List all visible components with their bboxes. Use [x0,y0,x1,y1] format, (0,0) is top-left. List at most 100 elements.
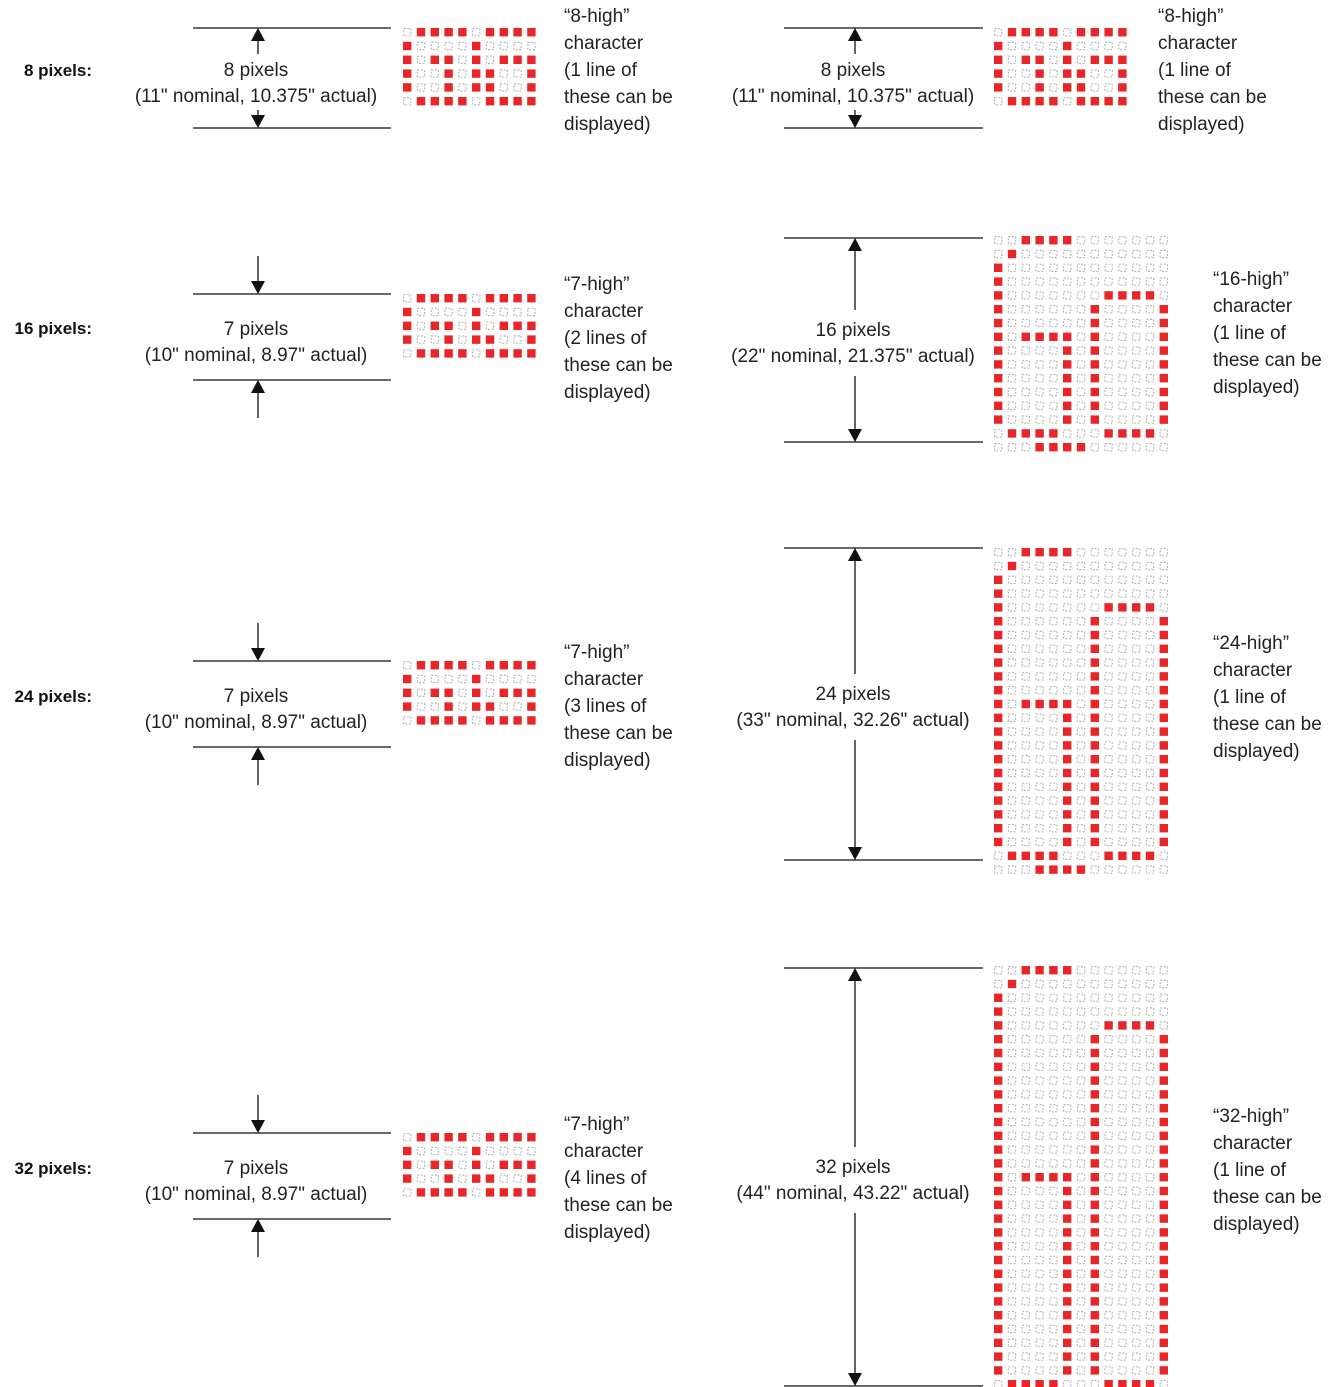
pixel-off [403,96,412,106]
pixel-on [1035,429,1044,438]
pixel-off [1118,401,1127,411]
pixel-on [1118,28,1127,37]
pixel-off [1159,429,1168,438]
pixel-off [1118,979,1127,989]
pixel-on [444,321,453,330]
pixel-on [1159,1117,1168,1127]
pixel-on [1118,603,1127,612]
pixel-off [1021,1145,1031,1154]
pixel-off [1035,1090,1044,1099]
pixel-on [444,349,453,358]
pixel-off [1145,965,1155,975]
pixel-off [1131,236,1141,245]
pixel-off [1118,1117,1127,1127]
pixel-off [1007,685,1017,695]
pixel-off [1035,672,1044,681]
pixel-on [994,630,1003,640]
caption-line: these can be [564,1195,673,1216]
pixel-off [1049,603,1058,612]
pixel-on [1159,387,1168,397]
pixel-off [1159,249,1168,259]
pixel-off [1021,616,1031,626]
pixel-on [1132,429,1141,438]
pixel-off [1049,741,1058,750]
dimension-detail: (33" nominal, 32.26" actual) [736,710,969,731]
pixel-on [994,824,1003,833]
pixel-off [1035,768,1044,778]
pixel-on [1049,699,1058,709]
pixel-off [1007,1310,1017,1320]
pixel-off [1090,443,1099,452]
pixel-off [1021,1283,1031,1292]
pixel-on [1063,727,1072,736]
pixel-off [1021,387,1031,397]
pixel-off [1131,865,1141,874]
pixel-off [499,41,509,51]
pixel-off [1131,1269,1141,1278]
pixel-on [1063,1228,1072,1237]
pixel-off [1104,993,1113,1003]
pixel-on [499,1188,508,1197]
pixel-off [1159,1007,1168,1016]
pixel-on [444,83,453,92]
pixel-off [1049,1131,1058,1140]
pixel-off [1021,1352,1031,1361]
pixel-off [1118,249,1127,259]
pixel-off [1049,1269,1058,1278]
pixel-off [1131,965,1141,975]
caption-line: (2 lines of [564,328,647,349]
pixel-on [1090,727,1099,736]
pixel-off [485,674,495,684]
pixel-off [430,69,440,78]
pixel-off [1035,993,1044,1003]
pixel-off [1145,1103,1155,1113]
pixel-off [1104,1324,1113,1334]
pixel-on [1090,1117,1099,1127]
pixel-off [1104,865,1113,874]
pixel-on [458,97,467,106]
pixel-off [1118,1145,1127,1154]
pixel-on [994,401,1003,410]
pixel-off [1118,685,1127,695]
pixel-off [1007,630,1017,640]
pixel-off [527,41,536,51]
pixel-off [1035,1269,1044,1278]
pixel-off [430,307,440,317]
pixel-on [1063,699,1072,709]
pixel-on [1159,644,1168,653]
pixel-on [513,661,522,670]
pixel-off [1131,589,1141,598]
pixel-on [1159,1283,1168,1292]
pixel-off [1076,1324,1086,1334]
pixel-on [513,294,522,303]
pixel-off [1090,575,1099,585]
pixel-off [1118,1131,1127,1140]
pixel-off [1145,630,1155,640]
dimension-detail: (22" nominal, 21.375" actual) [731,346,975,367]
pixel-off [458,1174,467,1183]
pixel-off [1090,41,1099,51]
pixel-on [1063,1352,1072,1361]
pixel-off [1118,630,1127,640]
pixel-off [1007,1007,1017,1016]
pixel-off [1049,1310,1058,1320]
caption-line: (1 line of [1158,60,1232,81]
pixel-off [1049,561,1058,571]
pixel-off [1007,1297,1017,1306]
pixel-off [1021,865,1031,874]
pixel-off [444,1146,453,1156]
pixel-on [1132,291,1141,300]
pixel-off [472,660,481,670]
pixel-off [1049,1255,1058,1265]
pixel-off [1145,1090,1155,1099]
pixel-off [1049,55,1058,65]
pixel-on [1007,28,1017,37]
pixel-on [485,1133,495,1142]
pixel-on [1090,1324,1099,1334]
diagram-row: 32 pixels:7 pixels(10" nominal, 8.97" ac… [15,965,1322,1387]
pixel-on [1063,346,1072,355]
pixel-off [1007,837,1017,847]
pixel-off [1076,658,1086,667]
pixel-on [994,1117,1003,1127]
pixel-off [1104,782,1113,792]
